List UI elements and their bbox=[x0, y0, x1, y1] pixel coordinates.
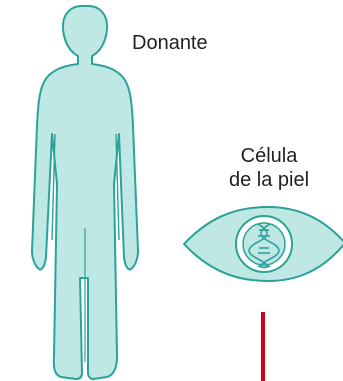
dna-helix-icon bbox=[248, 223, 280, 269]
cell-label: Célula de la piel bbox=[196, 144, 342, 192]
cell-label-line-1: Célula bbox=[240, 145, 298, 167]
cell-label-line-2: de la piel bbox=[228, 169, 310, 191]
eye-shaped-skin-cell-icon bbox=[182, 205, 343, 283]
donor-label: Donante bbox=[132, 32, 208, 54]
human-figure-icon bbox=[31, 5, 139, 380]
